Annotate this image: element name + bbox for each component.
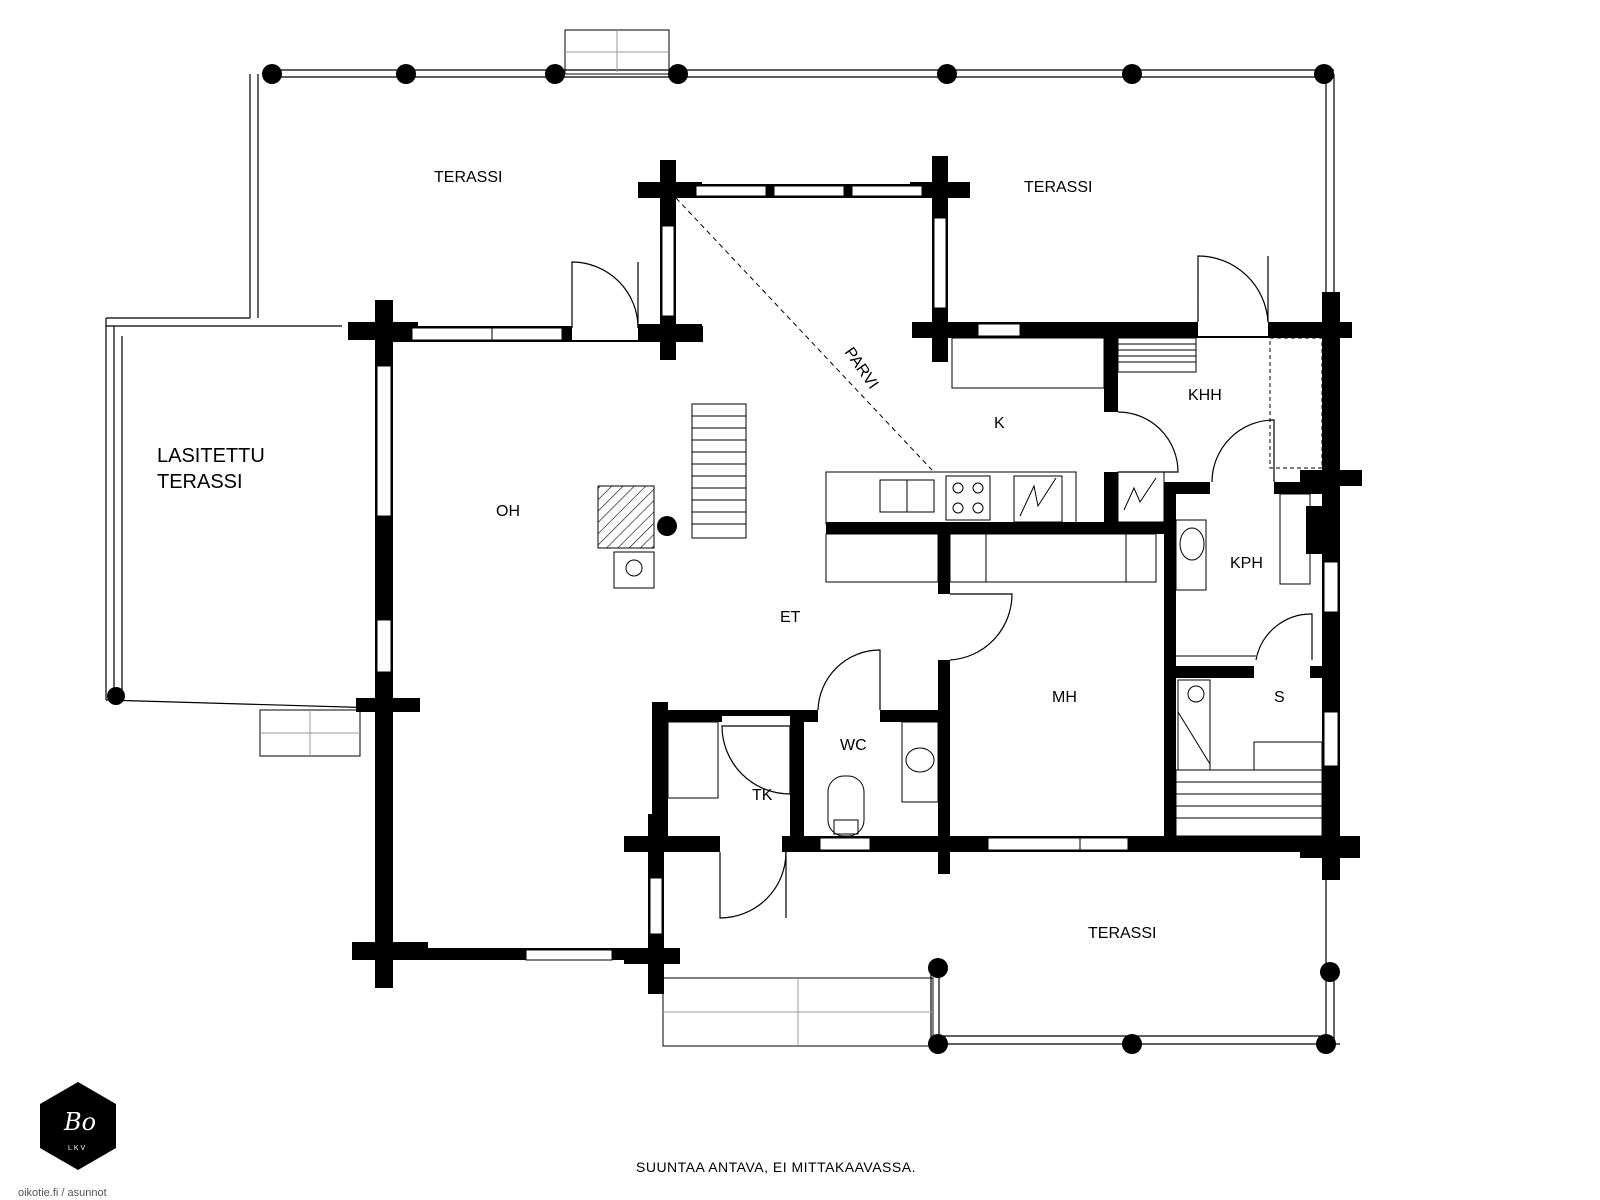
terrace-posts xyxy=(107,64,1340,1054)
label-oh: OH xyxy=(496,503,520,520)
label-mh: MH xyxy=(1052,689,1077,706)
label-tk: TK xyxy=(752,787,773,804)
label-lasitettu-line1: LASITETTU xyxy=(157,445,265,467)
fixtures xyxy=(597,337,1323,837)
logo-subtext: LKV xyxy=(68,1145,87,1152)
windows xyxy=(376,185,1339,961)
label-parvi: PARVI xyxy=(841,345,882,393)
label-s: S xyxy=(1274,689,1285,706)
bo-logo: Bo LKV xyxy=(40,1082,116,1170)
watermark: oikotie.fi / asunnot xyxy=(18,1187,107,1199)
label-terassi-s: TERASSI xyxy=(1088,925,1156,942)
label-terassi-nw: TERASSI xyxy=(434,169,502,186)
label-wc: WC xyxy=(840,737,867,754)
terrace-railings xyxy=(105,69,1340,1045)
label-kph: KPH xyxy=(1230,555,1263,572)
label-k: K xyxy=(994,415,1005,432)
label-et: ET xyxy=(780,609,801,626)
room-labels: TERASSI TERASSI TERASSI LASITETTU TERASS… xyxy=(157,169,1285,942)
doors xyxy=(571,255,1313,919)
logo-text: Bo xyxy=(63,1108,96,1136)
entrance-steps xyxy=(259,29,934,1047)
label-terassi-ne: TERASSI xyxy=(1024,179,1092,196)
label-lasitettu-line2: TERASSI xyxy=(157,471,243,493)
walls xyxy=(348,156,1362,994)
label-khh: KHH xyxy=(1188,387,1222,404)
scale-note: SUUNTAA ANTAVA, EI MITTAKAAVASSA. xyxy=(636,1159,916,1175)
loft-edge-line xyxy=(675,197,933,471)
